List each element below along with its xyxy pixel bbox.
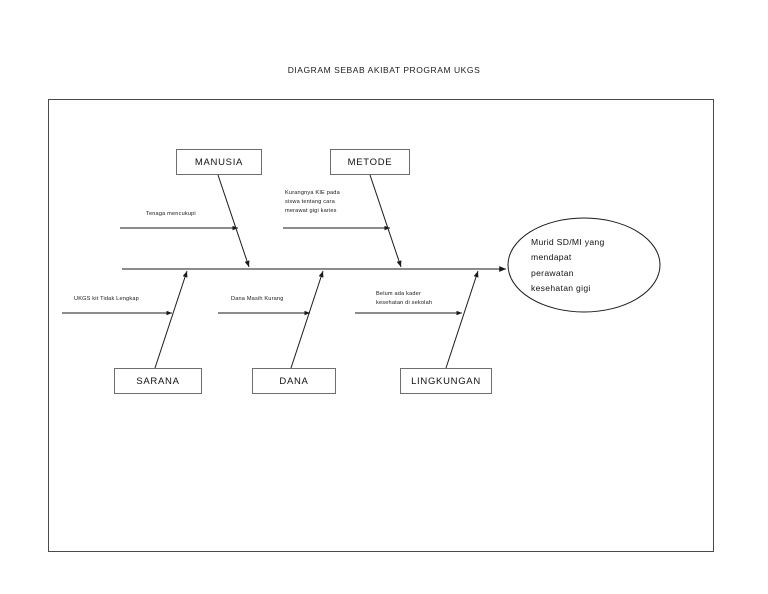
category-box-metode[interactable]: METODE	[330, 149, 410, 175]
effect-label: Murid SD/MI yang mendapat perawatan kese…	[531, 237, 605, 293]
diagram-frame	[48, 99, 714, 552]
branch-line-lingkungan	[445, 270, 479, 369]
category-box-dana[interactable]: DANA	[252, 368, 336, 394]
category-label-metode: METODE	[347, 156, 393, 168]
category-label-dana: DANA	[279, 375, 309, 387]
category-label-sarana: SARANA	[136, 375, 180, 387]
cause-label-sarana: UKGS kit Tidak Lengkap	[74, 296, 139, 302]
cause-label-manusia: Tenaga mencukupi	[146, 211, 196, 217]
branch-line-sarana	[154, 270, 188, 369]
category-box-lingkungan[interactable]: LINGKUNGAN	[400, 368, 492, 394]
cause-label-metode: Kurangnya KIE pada siswa tentang cara me…	[285, 190, 340, 215]
cause-label-dana: Dana Masih Kurang	[231, 296, 284, 302]
page-title: DIAGRAM SEBAB AKIBAT PROGRAM UKGS	[287, 65, 481, 75]
branch-line-dana	[290, 270, 324, 369]
category-label-lingkungan: LINGKUNGAN	[411, 375, 481, 387]
branch-line-metode	[369, 174, 402, 268]
category-label-manusia: MANUSIA	[194, 156, 244, 168]
category-box-manusia[interactable]: MANUSIA	[176, 149, 262, 175]
cause-label-lingkungan: Belum ada kader kesehatan di sekolah	[376, 291, 433, 307]
branch-line-manusia	[217, 174, 250, 268]
effect-ellipse	[507, 217, 661, 313]
category-box-sarana[interactable]: SARANA	[114, 368, 202, 394]
